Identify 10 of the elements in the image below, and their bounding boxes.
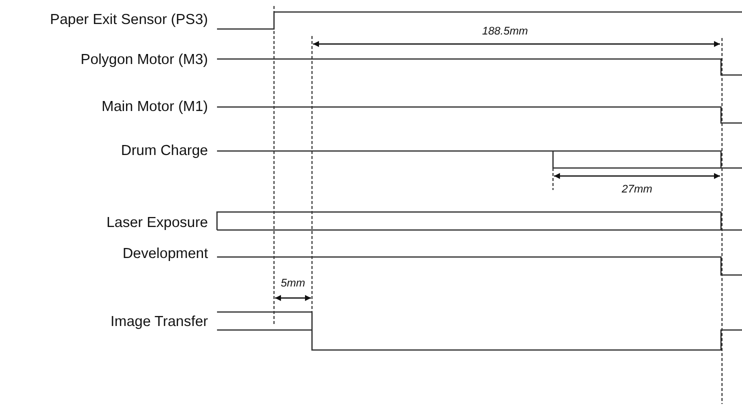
signal-name: Polygon Motor (M3) (80, 52, 208, 68)
dimension-label: 27mm (622, 184, 652, 196)
signal-name: Main Motor (M1) (102, 100, 208, 114)
signal-name: Laser Exposure (106, 216, 208, 230)
signal-name: Development (122, 246, 208, 262)
dimension-label: 5mm (280, 278, 306, 290)
signal-name: Paper Exit Sensor (PS3) (50, 12, 208, 28)
signal-name: Image Transfer (110, 314, 208, 330)
signal-name: Drum Charge (120, 144, 208, 158)
dimension-label: 188.5mm (482, 26, 528, 38)
